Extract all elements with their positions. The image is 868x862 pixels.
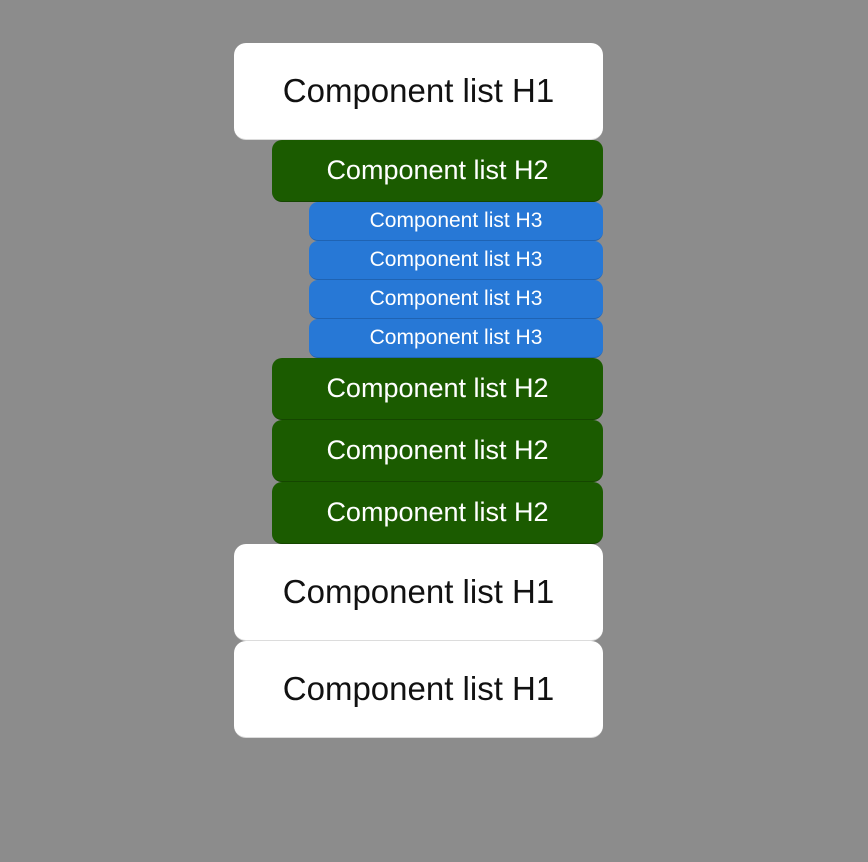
list-item-h3[interactable]: Component list H3 — [309, 319, 603, 358]
list-item-h2[interactable]: Component list H2 — [272, 358, 603, 420]
list-item-h3[interactable]: Component list H3 — [309, 241, 603, 280]
list-item-h1[interactable]: Component list H1 — [234, 641, 603, 738]
list-item-h1[interactable]: Component list H1 — [234, 43, 603, 140]
list-item-h2[interactable]: Component list H2 — [272, 140, 603, 202]
list-item-h3[interactable]: Component list H3 — [309, 280, 603, 319]
list-item-h1[interactable]: Component list H1 — [234, 544, 603, 641]
component-list: Component list H1 Component list H2 Comp… — [234, 43, 603, 738]
list-item-h3[interactable]: Component list H3 — [309, 202, 603, 241]
list-item-h2[interactable]: Component list H2 — [272, 482, 603, 544]
list-item-h2[interactable]: Component list H2 — [272, 420, 603, 482]
